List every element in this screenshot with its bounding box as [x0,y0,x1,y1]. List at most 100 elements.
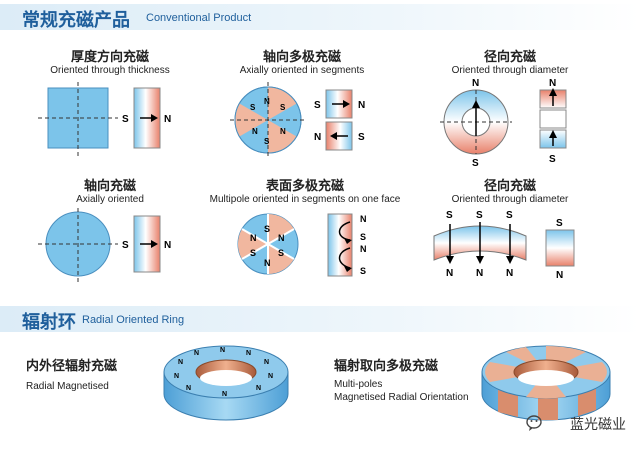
pole-label: N [186,385,191,392]
multipole-face-figure: S N N S S N N S N S [237,213,367,277]
arrow-head [476,256,484,264]
segment-red [268,214,294,244]
cell-axial: 轴向充磁 Axially oriented [20,175,200,205]
pole-label: N [472,78,479,89]
arrow-head [446,256,454,264]
pole-label: N [556,270,563,281]
side-segment-red [578,388,596,416]
pole-label: N [358,100,365,111]
pole-label: N [246,350,251,357]
segment-red [268,244,294,274]
arrow-head [344,238,352,244]
pole-label: S [264,137,270,146]
arrow-head [472,100,480,108]
pole-label: N [360,244,367,254]
multipole-radial-subtitle: Multi-poles Magnetised Radial Orientatio… [334,378,469,404]
pole-label: N [314,132,321,143]
pole-label: N [360,214,367,224]
arrow-head [330,132,337,140]
cell-subtitle: Oriented through thickness [50,65,170,76]
pole-label: S [446,210,453,221]
pole-label: S [360,266,366,276]
arrow-head [506,256,514,264]
cell-title: 厚度方向充磁 [70,50,149,65]
pole-label: N [250,233,257,243]
thickness-figure: S N [38,82,171,156]
pole-label: S [472,158,479,168]
pole-label: N [264,97,270,106]
pole-label: S [250,103,256,112]
pole-label: N [194,350,199,357]
bar-middle-segment [539,109,567,129]
subtitle-line: Radial Magnetised [26,381,109,392]
section-banner-conventional: 常规充磁产品 Conventional Product [0,4,640,31]
cell-subtitle: Oriented through diameter [451,65,569,76]
multipole-radial-title: 辐射取向多极充磁 [334,359,439,374]
bar-magnet [327,213,353,277]
cell-subtitle: Axially oriented [76,194,144,205]
arrow-head [151,114,158,122]
segment-divider [267,243,295,260]
pole-label: N [178,359,183,366]
pole-label: N [264,359,269,366]
block-magnet [545,229,575,267]
cell-title: 径向充磁 [483,179,536,194]
section-title-en: Radial Oriented Ring [82,314,185,326]
pole-label: S [506,210,513,221]
arrow-head [344,266,352,272]
arrow-head [343,100,350,108]
pole-label: N [222,391,227,398]
watermark: 蓝光磁业 [570,417,626,433]
segment-divider [267,228,295,245]
pole-label: N [268,373,273,380]
pole-label: S [556,218,563,229]
section-title-zh: 常规充磁产品 [22,10,130,31]
pole-label: S [278,248,284,258]
radial-ring-figure: N N N N N N N N N N [163,345,289,421]
arrow-head [549,88,557,96]
ring-hole [200,370,252,386]
side-segment-red [538,398,558,420]
pole-label: S [280,103,286,112]
radial-magnetised-subtitle: Radial Magnetised [26,380,109,393]
radial-magnetised-title: 内外径辐射充磁 [26,359,118,374]
pole-label: S [360,232,366,242]
pole-label: S [122,240,129,251]
pole-label: N [476,268,483,279]
pole-label: N [549,78,556,89]
pole-label: N [164,114,171,125]
side-segment-red [498,390,518,417]
pole-label: N [220,347,225,354]
wechat-icon [526,415,542,431]
pole-label: N [256,385,261,392]
pole-label: S [549,154,556,165]
segment-red [237,229,268,259]
cell-title: 轴向多极充磁 [262,50,341,65]
axial-figure: S N [38,208,171,282]
pole-label: S [476,210,483,221]
pole-label: N [446,268,453,279]
pole-label: S [250,248,256,258]
cell-subtitle: Axially oriented in segments [239,65,365,76]
pole-label: N [278,233,285,243]
arrow-head [549,130,557,138]
pole-label: N [252,127,258,136]
diameter-arc-figure: S S S N N N S N [433,210,575,281]
multipole-ring-figure [481,345,611,421]
axial-segments-figure: N S S N N S S N N S [230,82,365,158]
cell-title: 表面多极充磁 [265,179,344,194]
cell-subtitle: Oriented through diameter [451,194,569,205]
cell-thickness: 厚度方向充磁 Oriented through thickness [20,46,200,76]
section-banner-radial: 辐射环 Radial Oriented Ring [0,306,640,333]
pole-label: N [280,127,286,136]
ring-hole [518,370,574,386]
pole-label: N [506,268,513,279]
cell-diameter-arc: 径向充磁 Oriented through diameter [420,175,600,205]
pole-label: N [264,258,271,268]
segment-divider [241,243,269,260]
pole-label: S [264,224,270,234]
pole-label: N [174,373,179,380]
cell-multipole-face: 表面多极充磁 Multipole oriented in segments on… [196,175,414,205]
segment-divider [241,228,269,245]
cell-axial-segments: 轴向多极充磁 Axially oriented in segments [212,46,392,76]
